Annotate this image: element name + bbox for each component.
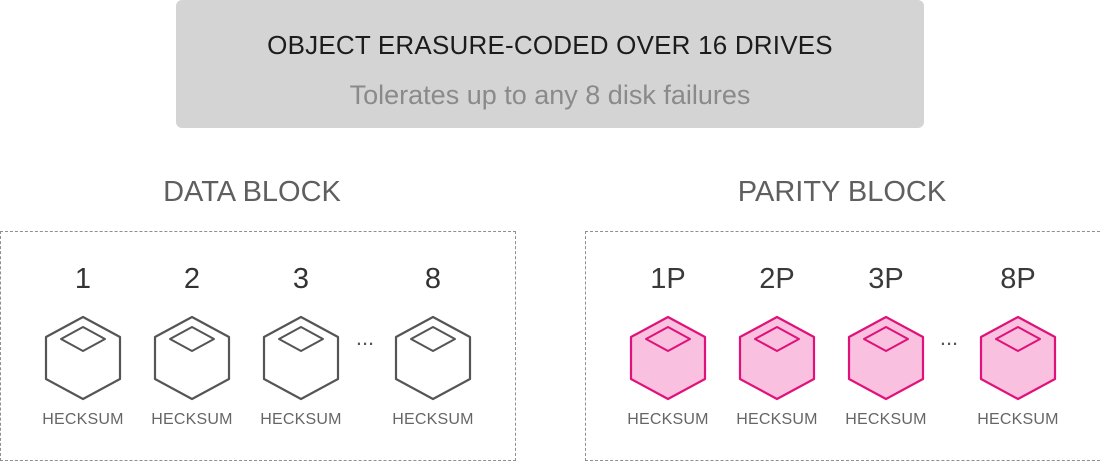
- data-drive-label: 3: [292, 263, 310, 295]
- data-drive-icon: [262, 315, 340, 401]
- data-drive-label: 2: [183, 263, 201, 295]
- banner-title: OBJECT ERASURE-CODED OVER 16 DRIVES: [267, 30, 833, 60]
- parity-drive-label: 3P: [868, 263, 904, 295]
- parity-drive: 1P HECKSUM: [623, 231, 713, 441]
- drive-top-diamond: [995, 326, 1041, 352]
- parity-drive: 2P HECKSUM: [732, 231, 822, 441]
- drive-top-diamond: [169, 326, 215, 352]
- parity-drive-icon: [738, 315, 816, 401]
- data-drive-caption: HECKSUM: [392, 411, 474, 428]
- drive-top-diamond: [60, 326, 106, 352]
- data-ellipsis: ...: [355, 325, 375, 350]
- drive-top-diamond: [410, 326, 456, 352]
- parity-drive-label: 8P: [1000, 263, 1036, 295]
- parity-ellipsis: ...: [939, 325, 959, 350]
- data-drive-label: 8: [424, 263, 442, 295]
- drive-top-diamond: [863, 326, 909, 352]
- data-drive-caption: HECKSUM: [42, 411, 124, 428]
- data-drive-label: 1: [74, 263, 92, 295]
- parity-drive-label: 2P: [759, 263, 795, 295]
- data-drive-icon: [394, 315, 472, 401]
- parity-drive-caption: HECKSUM: [627, 411, 709, 428]
- drive-top-diamond: [278, 326, 324, 352]
- parity-drive: 8P HECKSUM: [973, 231, 1063, 441]
- summary-banner: OBJECT ERASURE-CODED OVER 16 DRIVES Tole…: [176, 0, 924, 128]
- parity-drive-caption: HECKSUM: [736, 411, 818, 428]
- parity-drive-caption: HECKSUM: [977, 411, 1059, 428]
- parity-drive-caption: HECKSUM: [845, 411, 927, 428]
- parity-drive: 3P HECKSUM: [841, 231, 931, 441]
- parity-drive-icon: [629, 315, 707, 401]
- data-drive-caption: HECKSUM: [260, 411, 342, 428]
- data-drive-icon: [153, 315, 231, 401]
- data-block-title: DATA BLOCK: [163, 176, 341, 208]
- parity-drive-icon: [979, 315, 1057, 401]
- data-drive-caption: HECKSUM: [151, 411, 233, 428]
- parity-block-title: PARITY BLOCK: [737, 176, 947, 208]
- drive-top-diamond: [754, 326, 800, 352]
- parity-drive-label: 1P: [650, 263, 686, 295]
- parity-drive-icon: [847, 315, 925, 401]
- drive-top-diamond: [645, 326, 691, 352]
- banner-subtitle: Tolerates up to any 8 disk failures: [349, 80, 751, 110]
- data-drive-icon: [44, 315, 122, 401]
